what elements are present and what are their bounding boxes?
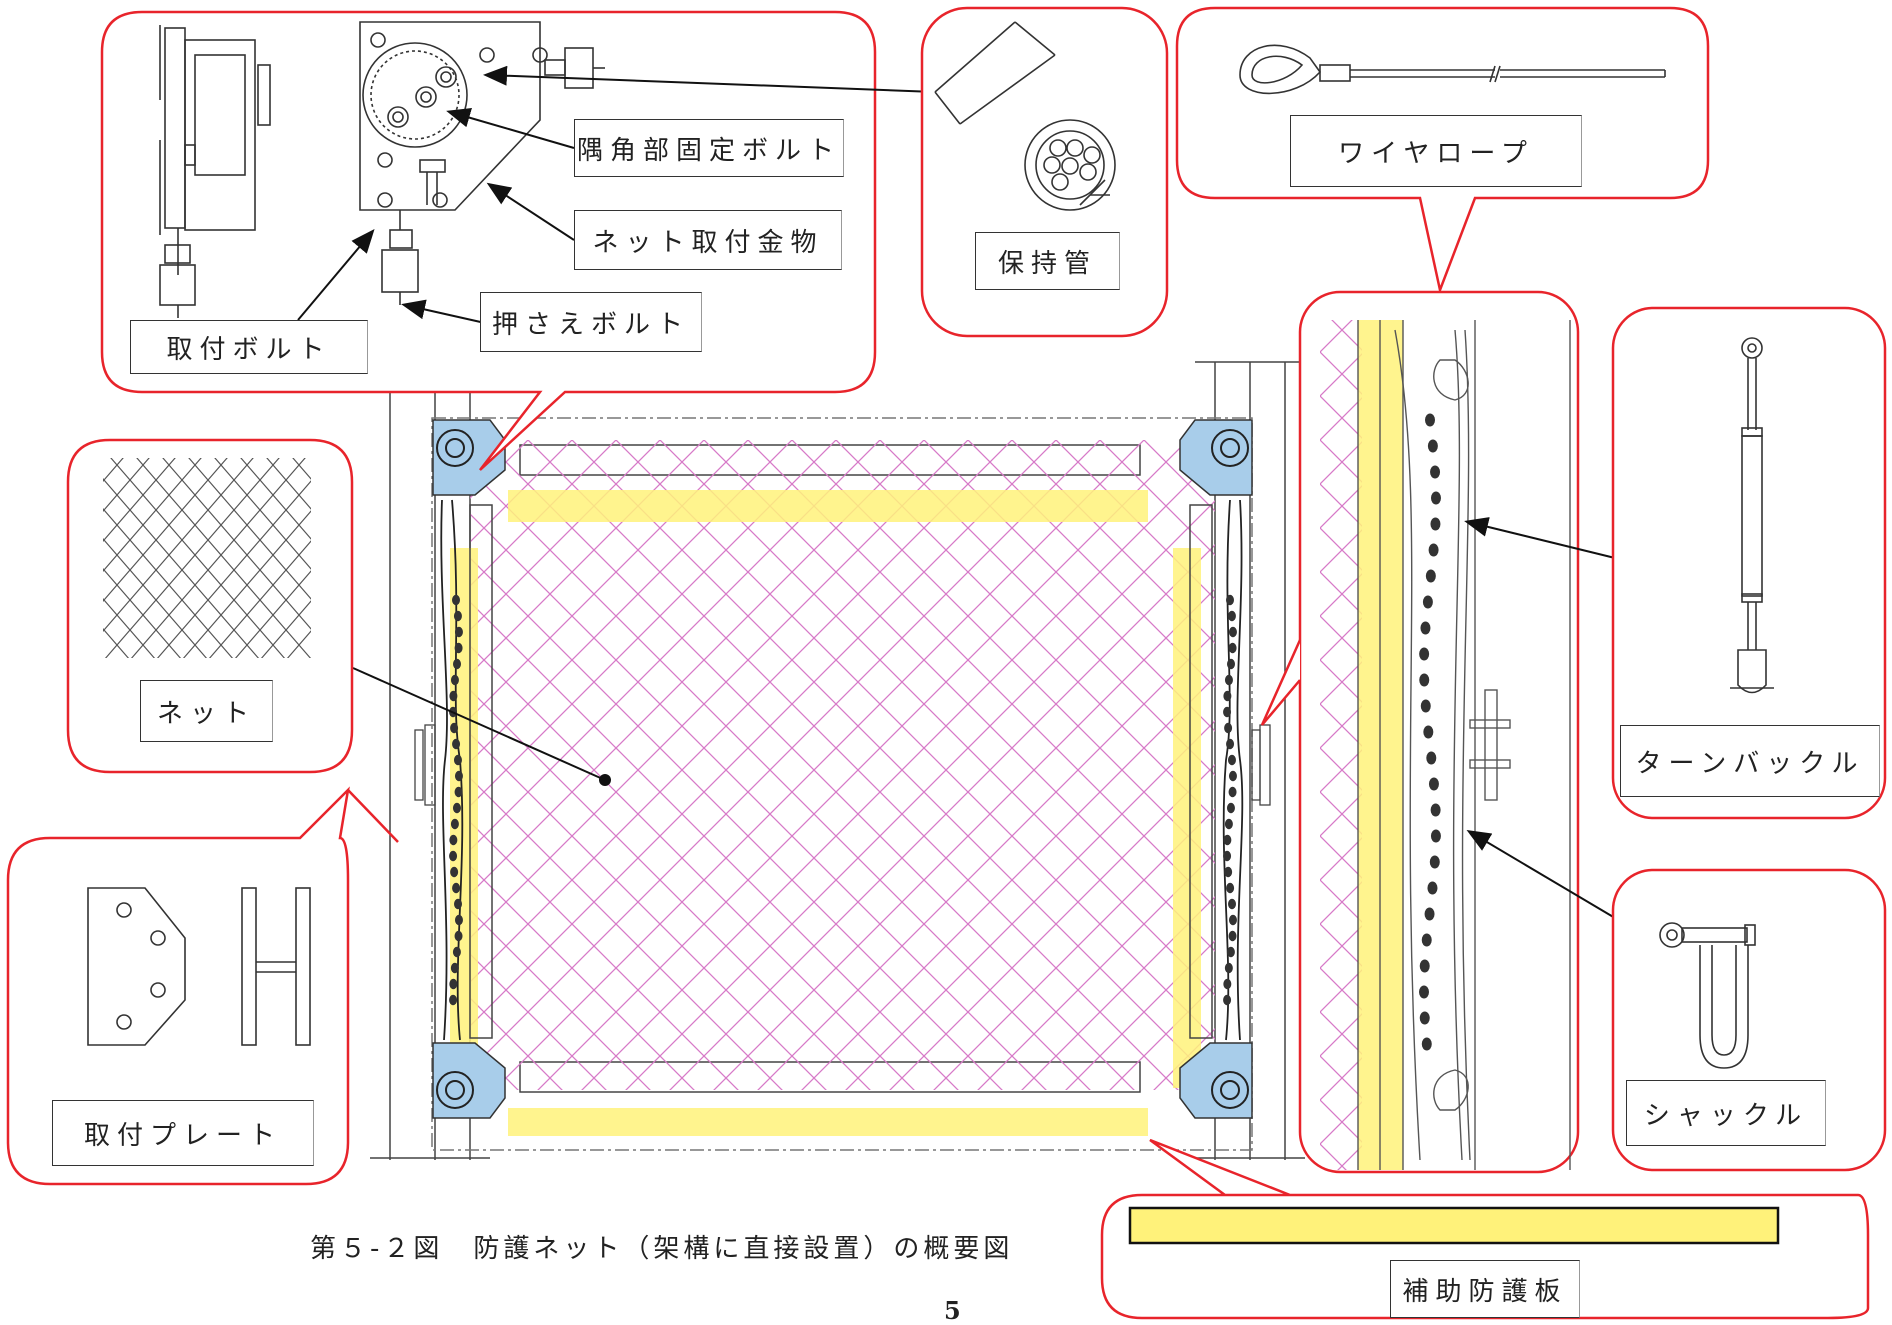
chain-link [1422,595,1433,609]
label-corner-bolt: 隅角部固定ボルト [574,119,844,177]
chain-link [1419,1011,1430,1025]
chain-link [450,818,459,830]
chain-link [1223,834,1232,846]
label-mount-plate: 取付プレート [52,1100,314,1166]
chain-link [454,914,463,926]
chain-link [1228,914,1237,926]
chain-link [1428,777,1439,791]
chain-link [1426,751,1437,765]
chain-link [454,898,463,910]
chain-link [452,594,460,606]
chain-link [1226,594,1234,606]
chain-link [1419,959,1430,973]
chain-link [1227,658,1236,670]
label-mount-bolt: 取付ボルト [130,320,368,374]
callout-side-detail [1260,290,1616,1174]
chain-link [452,802,461,814]
chain-link [1424,907,1435,921]
chain-link [1419,985,1429,999]
chain-link [1226,802,1235,814]
chain-link [1427,439,1438,453]
figure-caption: 第５-２図 防護ネット（架構に直接設置）の概要図 [310,1234,1014,1264]
callout-aux-board [1100,1138,1870,1320]
chain-link [1421,933,1432,947]
callout-net [66,438,354,774]
chain-link [1420,621,1431,635]
chain-link [449,978,458,990]
callout-turnbuckle [1611,306,1887,820]
chain-link [1419,673,1430,687]
corner-fittings [432,419,1253,1119]
chain-link [449,690,458,702]
chain-link [452,738,461,750]
chain-link [1227,754,1236,766]
chain-link [1226,946,1235,958]
chain-link [1228,898,1237,910]
chain-link [1224,722,1233,734]
chain-link [449,834,458,846]
chain-link [454,930,463,942]
chain-link [1228,930,1237,942]
chain-link [1429,855,1440,869]
chain-link [1226,882,1235,894]
net-mesh [470,440,1215,1090]
chain-link [1420,699,1431,713]
chain-link [1425,413,1435,427]
chain-link [452,882,461,894]
chain-link [1223,978,1232,990]
label-turnbuckle: ターンバックル [1620,725,1880,797]
label-press-bolt: 押さえボルト [480,292,702,352]
chain-link [1223,706,1232,718]
chain-link [1425,569,1436,583]
chain-link [1428,543,1439,557]
wire-rope-right [1222,499,1244,1041]
label-net-fitting: ネット取付金物 [574,210,842,270]
chain-link [1224,962,1233,974]
label-holding-tube: 保持管 [975,232,1120,290]
chain-link [1228,642,1237,654]
chain-link [454,626,463,638]
chain-link [1228,626,1237,638]
chain-link [450,674,459,686]
callout-mount-plate [6,786,399,1186]
chain-link [1430,491,1441,505]
chain-link [1228,786,1237,798]
chain-link [453,754,462,766]
chain-link [450,722,459,734]
chain-link [450,962,459,974]
chain-link [1224,866,1233,878]
chain-link [1430,803,1441,817]
chain-link [1223,994,1232,1006]
chain-link [449,850,458,862]
label-wire-rope: ワイヤロープ [1290,115,1582,187]
chain-link [1427,881,1438,895]
label-shackle: シャックル [1626,1080,1826,1146]
chain-link [449,994,458,1006]
chain-link [1421,1037,1432,1051]
aux-board-highlights [450,490,1201,1136]
chain-link [1226,738,1235,750]
chain-link [453,658,462,670]
chain-link [1423,725,1434,739]
chain-link [453,610,462,622]
chain-link [452,946,461,958]
chain-link [1224,818,1233,830]
chain-link [1227,610,1236,622]
chain-link [454,770,463,782]
chain-link [1430,465,1441,479]
chain-link [1430,829,1441,843]
chain-link [1228,770,1237,782]
chain-link [1223,850,1232,862]
page-number: 5 [944,1296,961,1325]
chain-link [454,642,463,654]
chain-link [1430,517,1441,531]
chain-link [454,786,463,798]
label-net: ネット [140,680,273,742]
chain-link [1224,674,1233,686]
chain-link [1419,647,1430,661]
label-aux-board: 補助防護板 [1390,1260,1580,1318]
chain-link [450,866,459,878]
chain-link [1223,690,1232,702]
